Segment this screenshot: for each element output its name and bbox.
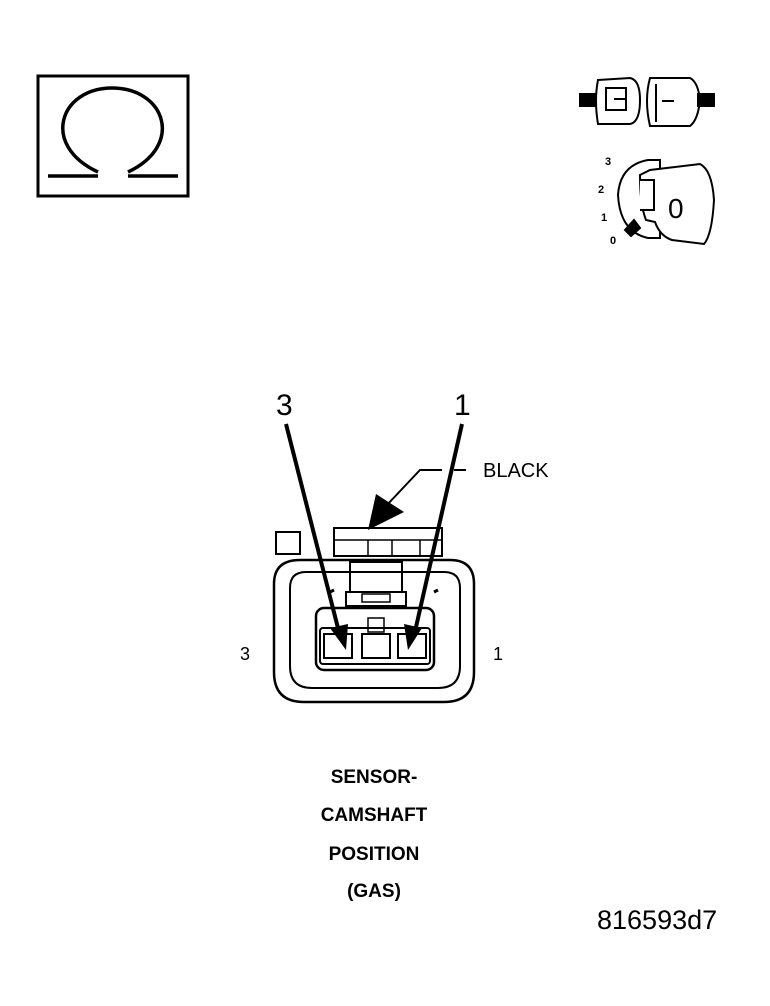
callout-pin-3: 3 — [276, 389, 293, 422]
connector-body — [272, 527, 476, 704]
caption-line-3: POSITION — [328, 844, 420, 865]
cavity-label-3: 3 — [240, 644, 251, 664]
ignition-position-3: 3 — [605, 156, 612, 168]
caption-line-1: SENSOR- — [330, 767, 418, 788]
pin-3-leader — [284, 423, 342, 637]
pin-1-arrowhead — [404, 624, 422, 650]
ignition-position-2: 2 — [598, 184, 605, 196]
ignition-key-position: 0 — [668, 193, 684, 224]
color-arrowhead — [368, 494, 404, 530]
caption-line-2: CAMSHAFT — [320, 805, 428, 826]
connector-color-label: BLACK — [483, 460, 549, 482]
caption-line-4: (GAS) — [347, 881, 401, 902]
ignition-key-off-icon — [616, 159, 716, 246]
callout-pin-1: 1 — [454, 389, 471, 422]
color-leader — [385, 469, 442, 507]
figure-code: 816593d7 — [597, 905, 718, 935]
callout-arrows — [284, 423, 466, 650]
pin-1-leader — [412, 423, 464, 637]
pin-3-arrowhead — [330, 624, 348, 650]
disconnected-connector-icon — [579, 76, 715, 127]
ohmmeter-omega-icon — [36, 74, 190, 198]
cavity-label-1: 1 — [493, 644, 504, 664]
ignition-position-1: 1 — [601, 212, 608, 224]
ignition-position-0: 0 — [610, 235, 617, 247]
